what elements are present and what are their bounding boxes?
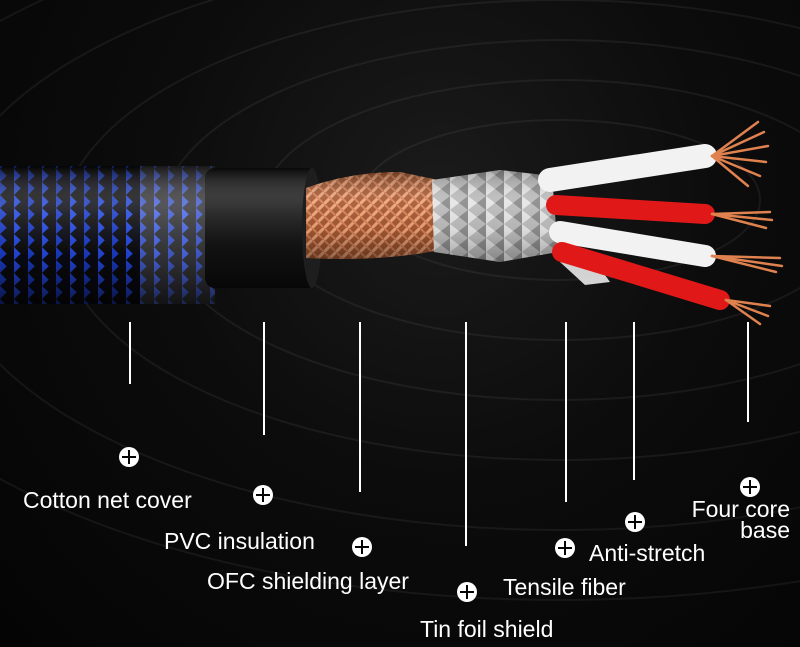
ofc-shielding-marker-icon (352, 537, 372, 557)
four-core-label: Four core base (691, 496, 790, 543)
anti-stretch-leader-line (633, 322, 635, 480)
pvc-insulation-leader-line (263, 322, 265, 435)
pvc-insulation-marker-icon (253, 485, 273, 505)
anti-stretch-marker-icon (625, 512, 645, 532)
tensile-fiber-marker-icon (555, 538, 575, 558)
cotton-net-cover-leader-line (129, 322, 131, 384)
ofc-shielding-segment (306, 172, 440, 259)
cotton-net-cover-marker-icon (119, 447, 139, 467)
four-core-label-line1: Four core (691, 496, 790, 522)
four-core-marker-icon (740, 477, 760, 497)
cotton-net-cover-segment (0, 166, 215, 304)
four-core-wires (538, 120, 784, 326)
four-core-label-line2: base (740, 517, 790, 543)
anti-stretch-label: Anti-stretch (589, 540, 706, 566)
tensile-fiber-label: Tensile fiber (503, 574, 626, 600)
tensile-fiber-leader-line (565, 322, 567, 502)
ofc-shielding-leader-line (359, 322, 361, 492)
pvc-insulation-label: PVC insulation (164, 528, 315, 554)
four-core-leader-line (747, 322, 749, 422)
ofc-shielding-label: OFC shielding layer (207, 568, 409, 594)
tin-foil-segment (432, 170, 558, 262)
pvc-insulation-segment (205, 168, 322, 288)
tin-foil-label: Tin foil shield (420, 616, 554, 642)
tin-foil-leader-line (465, 322, 467, 546)
cotton-net-cover-label: Cotton net cover (23, 487, 192, 513)
tin-foil-marker-icon (457, 582, 477, 602)
